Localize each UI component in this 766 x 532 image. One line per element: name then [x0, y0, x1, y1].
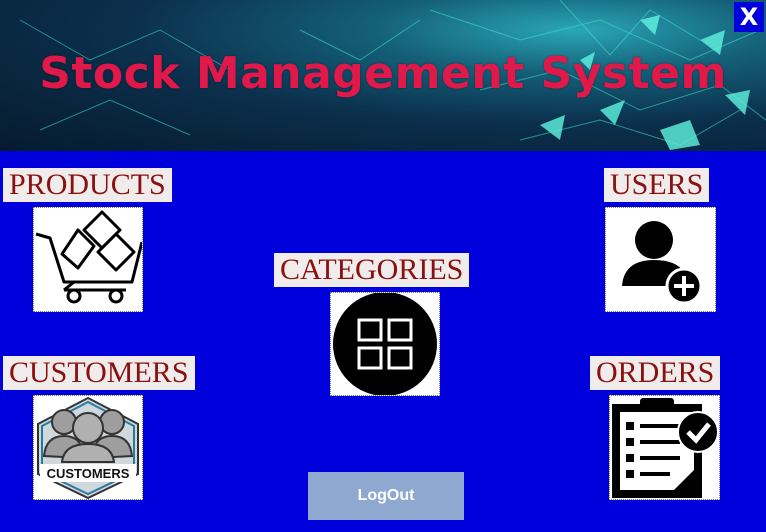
categories-label: CATEGORIES: [274, 253, 470, 287]
add-user-icon: [622, 221, 703, 305]
products-tile[interactable]: [33, 207, 143, 312]
app-title: Stock Management System: [39, 48, 727, 99]
orders-tile[interactable]: [609, 395, 720, 500]
customers-label: CUSTOMERS: [3, 356, 195, 390]
customers-tile[interactable]: CUSTOMERS: [33, 395, 143, 500]
network-background-graphic: [19, 0, 766, 150]
customers-badge-text: CUSTOMERS: [47, 466, 130, 481]
customers-group-icon: CUSTOMERS: [37, 396, 139, 499]
close-button[interactable]: X: [734, 2, 764, 32]
header-banner: Stock Management System: [0, 0, 766, 151]
shopping-cart-boxes-icon: [35, 210, 142, 304]
grid-icon: [333, 293, 437, 395]
products-label: PRODUCTS: [3, 168, 172, 202]
users-tile[interactable]: [605, 207, 716, 312]
users-label: USERS: [604, 168, 710, 202]
logout-button[interactable]: LogOut: [308, 472, 464, 520]
clipboard-check-icon: [612, 398, 719, 498]
categories-tile[interactable]: [330, 292, 440, 396]
orders-label: ORDERS: [590, 356, 721, 390]
